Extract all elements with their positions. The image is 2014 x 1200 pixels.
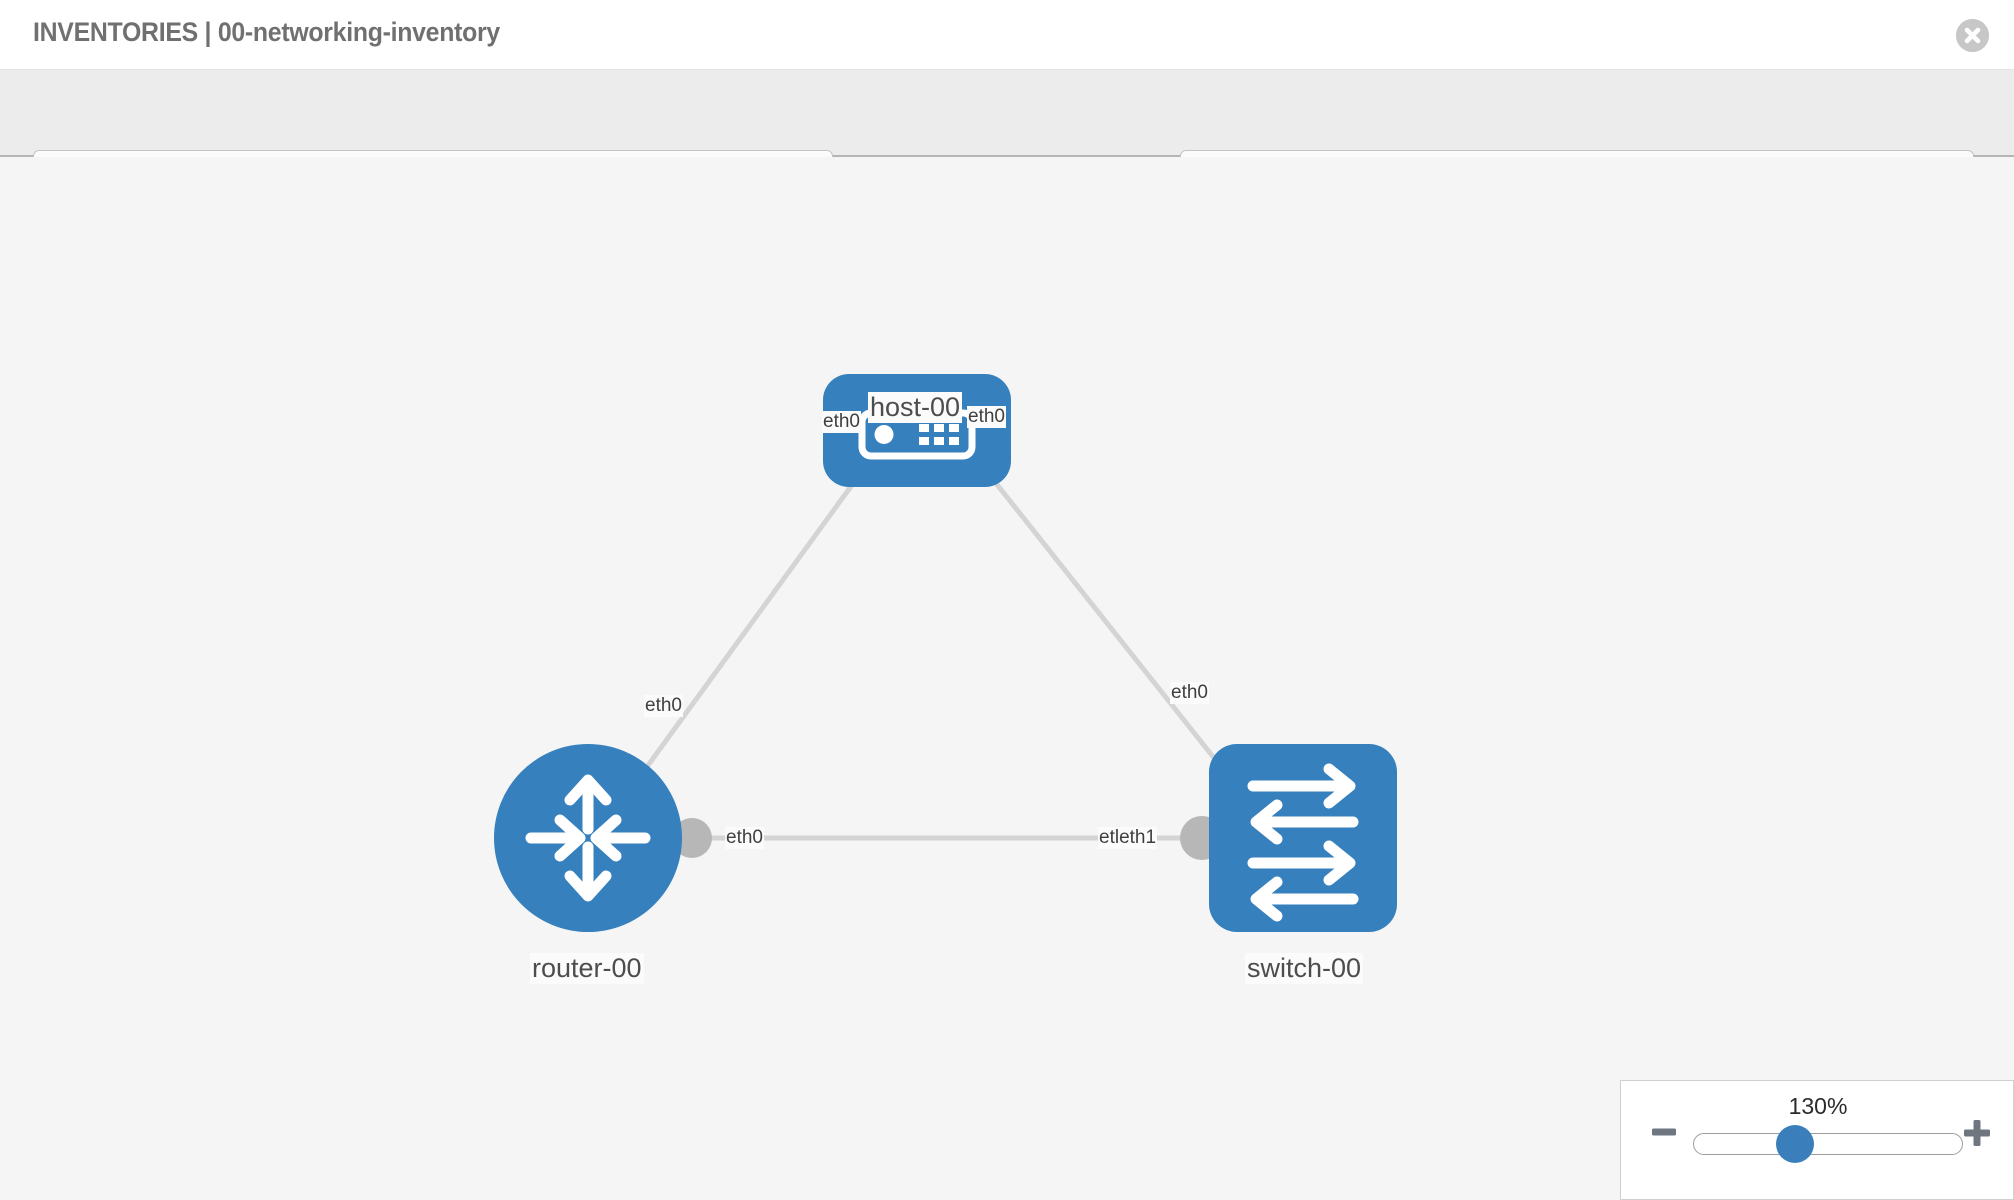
node-label-router-00: router-00 bbox=[530, 953, 644, 985]
plus-icon[interactable] bbox=[1963, 1119, 1991, 1152]
node-label-host-00: host-00 bbox=[868, 392, 963, 424]
node-switch-00[interactable] bbox=[1209, 744, 1397, 932]
close-icon[interactable] bbox=[1956, 19, 1989, 52]
iface-label-router-right: eth0 bbox=[725, 827, 764, 849]
page-title: INVENTORIES | 00-networking-inventory bbox=[33, 17, 500, 47]
iface-label-host-left: eth0 bbox=[822, 411, 861, 433]
iface-label-router-up: eth0 bbox=[644, 695, 683, 717]
page-header: INVENTORIES | 00-networking-inventory bbox=[0, 0, 2014, 70]
router-arrows-icon bbox=[525, 774, 651, 902]
node-router-00[interactable] bbox=[494, 744, 682, 932]
topology-graph bbox=[494, 374, 1397, 932]
minus-icon[interactable] bbox=[1651, 1119, 1677, 1150]
zoom-control-panel: 130% bbox=[1620, 1080, 2014, 1200]
node-label-switch-00: switch-00 bbox=[1245, 953, 1364, 985]
switch-arrows-icon bbox=[1247, 763, 1359, 922]
iface-label-switch-left: etleth1 bbox=[1098, 827, 1158, 849]
iface-label-host-right: eth0 bbox=[967, 406, 1006, 428]
zoom-slider-track[interactable] bbox=[1693, 1133, 1963, 1155]
connector-router-right bbox=[672, 818, 712, 858]
zoom-slider-thumb[interactable] bbox=[1776, 1125, 1814, 1163]
topology-canvas[interactable]: eth0 host-00 eth0 eth0 eth0 eth0 etleth1… bbox=[0, 157, 2014, 1200]
iface-label-switch-up: eth0 bbox=[1170, 682, 1209, 704]
toolbar: ACTIONS SEARCH bbox=[0, 70, 2014, 205]
zoom-level-value: 130% bbox=[1788, 1093, 1848, 1119]
